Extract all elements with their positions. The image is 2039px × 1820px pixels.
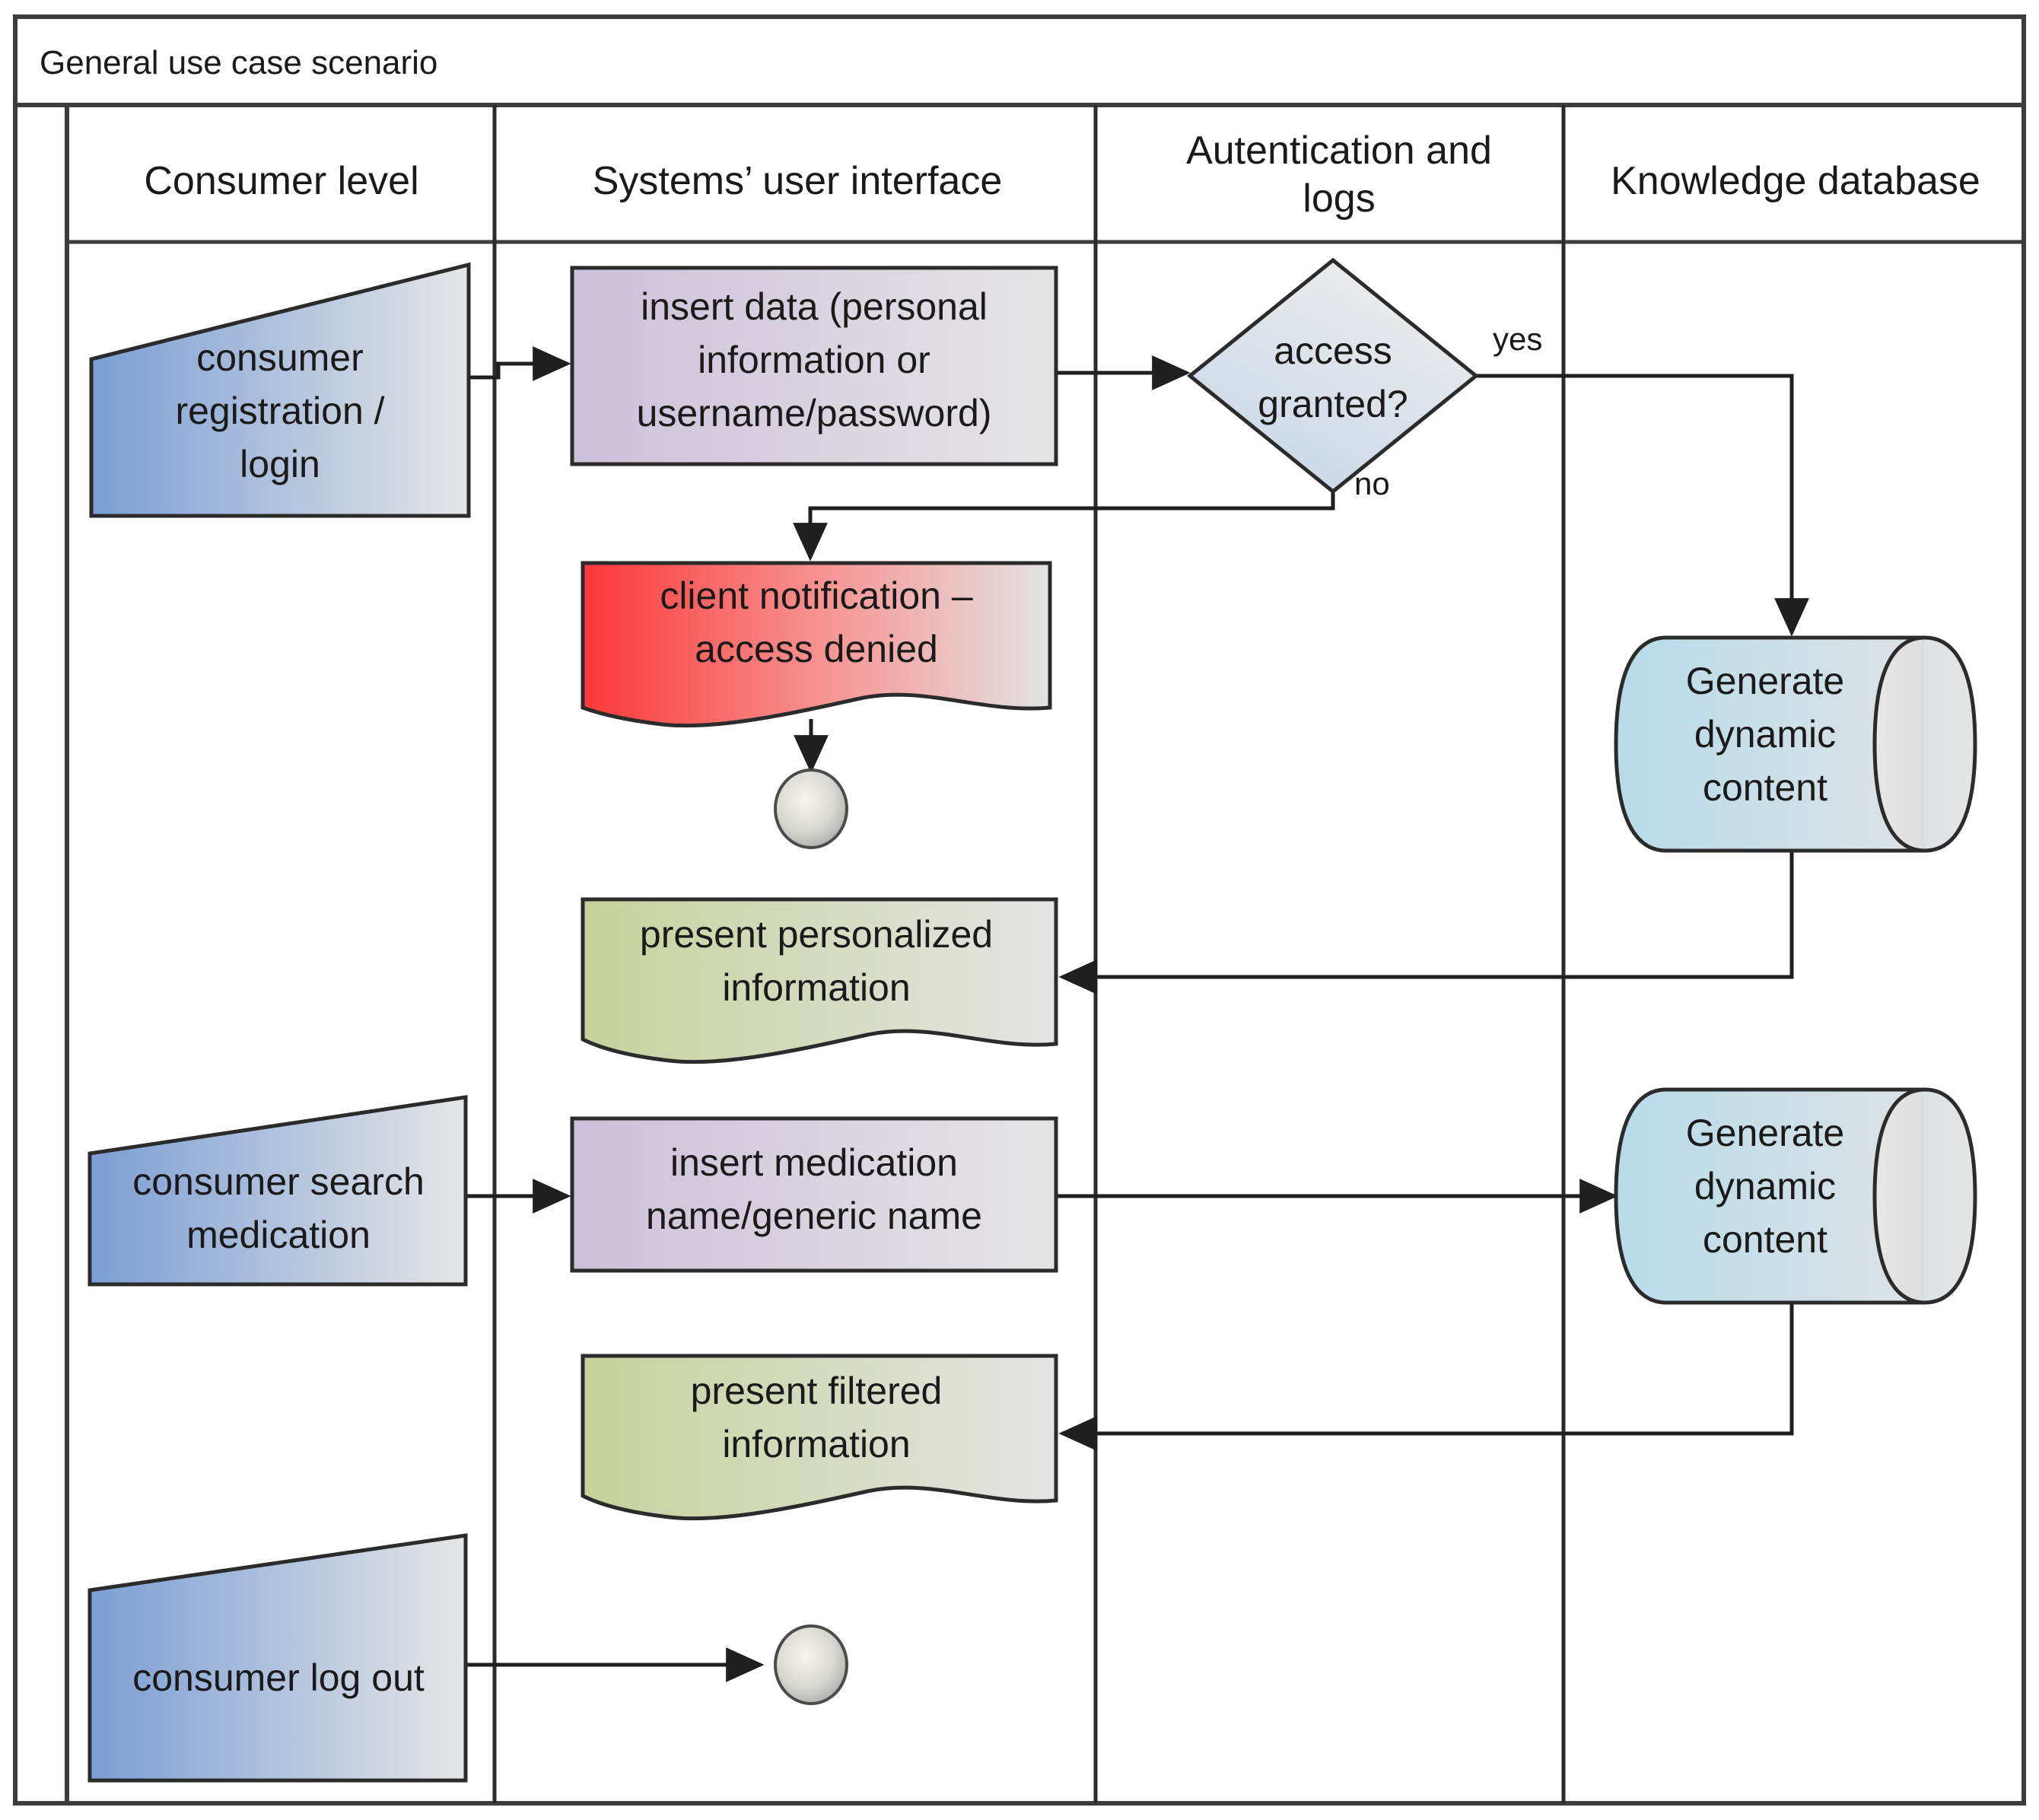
node-label-line: information or [698,339,930,381]
node-present-personalized-information[interactable]: present personalized information [581,897,1058,1064]
lane-header-auth-line1: Autentication and [1186,129,1492,173]
edge-database2-to-filtered [1058,1298,1794,1451]
node-label-line: present filtered [691,1370,943,1412]
node-label-line: registration / [175,390,384,432]
node-label-line: medication [186,1214,371,1256]
node-insert-medication-name[interactable]: insert medication name/generic name [570,1116,1058,1273]
pool-frame [13,14,2026,1806]
node-consumer-search-medication[interactable]: consumer search medication [87,1095,468,1287]
node-generate-dynamic-content-1[interactable]: Generate dynamic content [1614,635,1977,853]
node-end-sphere-logout[interactable] [774,1624,848,1705]
edge-database-to-personalized [1058,852,1794,994]
node-consumer-log-out[interactable]: consumer log out [87,1533,468,1783]
node-label-line: name/generic name [646,1195,982,1237]
node-client-notification-access-denied[interactable]: client notification – access denied [581,561,1052,728]
node-generate-dynamic-content-2[interactable]: Generate dynamic content [1614,1087,1977,1305]
node-label-line: dynamic [1694,713,1836,756]
edge-decision-no-to-notification [793,487,1335,562]
edge-label-no: no [1354,466,1390,501]
node-label-line: username/password) [637,392,992,434]
lane-header-ui: Systems’ user interface [593,159,1002,203]
edge-label-yes: yes [1493,321,1542,357]
node-end-sphere-denied[interactable] [774,768,848,849]
edge-registration-to-insertdata [469,346,571,381]
node-access-granted-decision[interactable]: access granted? [1187,257,1479,495]
edge-decision-yes-to-database [1476,374,1809,637]
node-present-filtered-information[interactable]: present filtered information [581,1354,1058,1521]
node-label-line: client notification – [660,574,973,617]
node-label-line: login [240,443,320,485]
lane-header-kdb: Knowledge database [1611,159,1980,203]
node-label-line: content [1703,766,1827,809]
node-label-line: Generate [1686,1112,1844,1154]
node-label-line: consumer [196,336,364,379]
node-consumer-registration-login[interactable]: consumer registration / login [89,262,471,518]
lane-header-consumer: Consumer level [144,159,418,203]
connector-layer [466,346,1809,1682]
node-label-line: Generate [1686,660,1844,702]
node-label-line: consumer search [132,1160,425,1203]
node-label-line: dynamic [1694,1165,1836,1208]
node-insert-data[interactable]: insert data (personal information or use… [570,266,1058,466]
node-label-line: consumer log out [132,1656,425,1699]
pool-title: General use case scenario [40,44,437,81]
node-label-line: insert medication [670,1141,958,1184]
node-label-line: access [1274,329,1392,372]
lane-header-auth-line2: logs [1303,177,1375,221]
node-label-line: access denied [695,628,938,670]
node-label-line: insert data (personal [641,285,988,328]
node-label-line: information [722,966,910,1009]
node-label-line: information [722,1423,910,1465]
node-label-line: content [1703,1218,1827,1261]
node-label-line: present personalized [640,913,993,956]
node-label-line: granted? [1258,383,1408,425]
